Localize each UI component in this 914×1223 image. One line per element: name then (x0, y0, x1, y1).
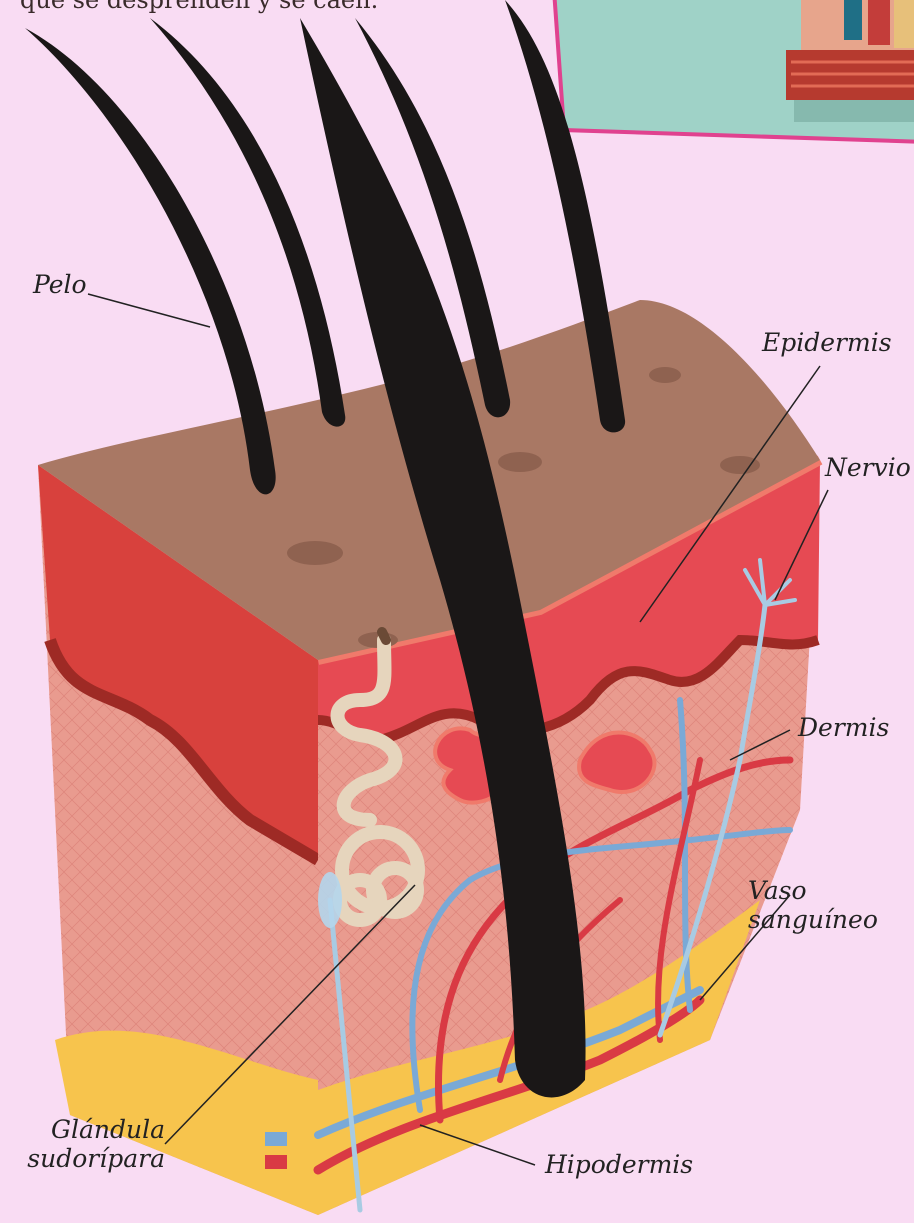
label-sweat-gland: Glándula sudorípara (20, 1115, 165, 1173)
label-blood-vessel-line1: Vaso (748, 876, 878, 905)
label-hypodermis: Hipodermis (545, 1150, 693, 1179)
label-sweat-gland-line1: Glándula (20, 1115, 165, 1144)
label-hair: Pelo (33, 270, 87, 299)
label-sweat-gland-line2: sudorípara (20, 1144, 165, 1173)
label-nerve: Nervio (825, 453, 911, 482)
label-blood-vessel: Vaso sanguíneo (748, 876, 878, 934)
label-blood-vessel-line2: sanguíneo (748, 905, 878, 934)
label-epidermis: Epidermis (762, 328, 892, 357)
label-dermis: Dermis (798, 713, 889, 742)
